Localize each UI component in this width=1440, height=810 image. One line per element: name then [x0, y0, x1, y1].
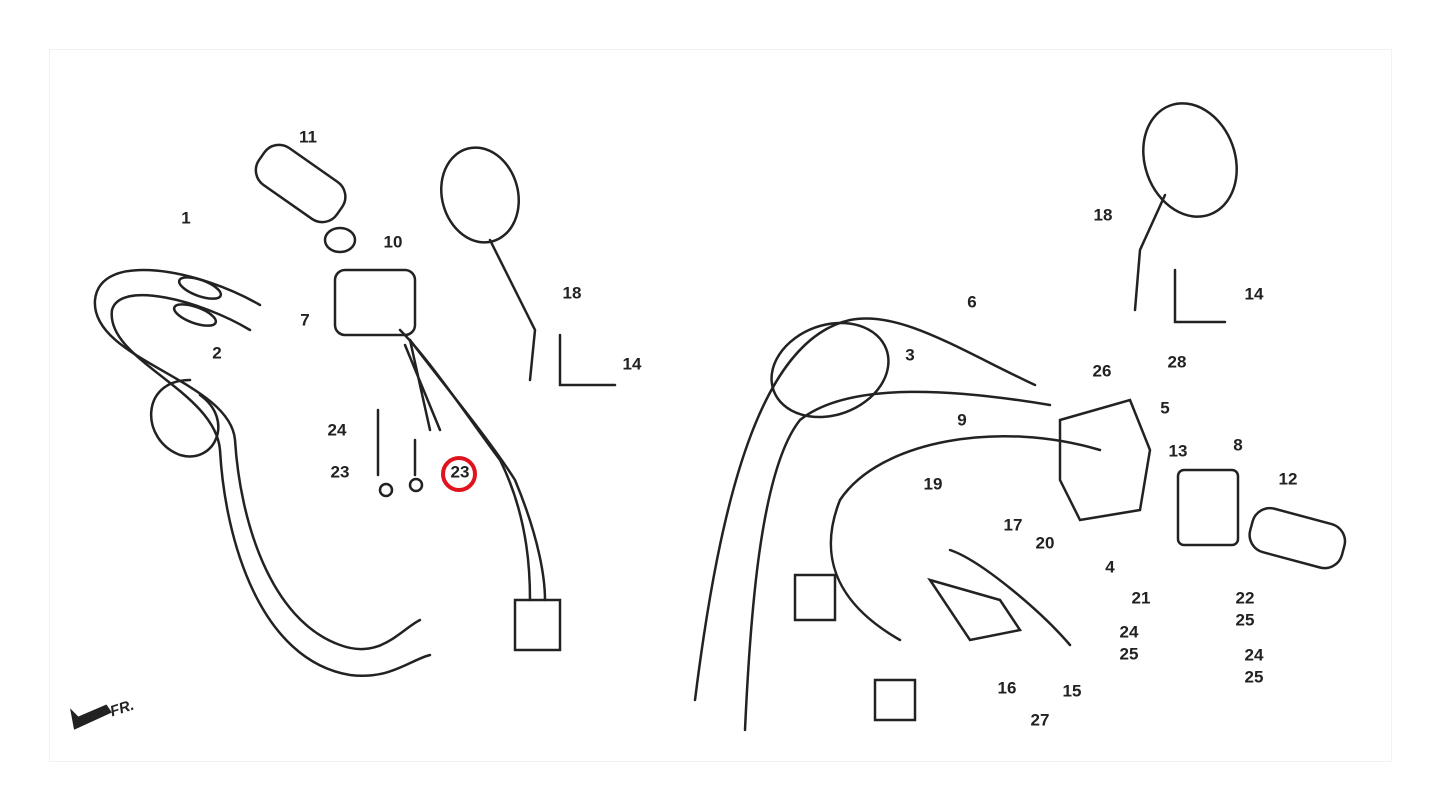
callout-10: 10 — [383, 232, 403, 252]
callout-11: 11 — [299, 127, 317, 147]
callout-18-right: 18 — [1093, 205, 1113, 225]
callout-23: 23 — [330, 462, 350, 482]
diagram-frame — [49, 49, 1392, 762]
callout-1: 1 — [181, 208, 191, 228]
callout-25-a: 25 — [1235, 610, 1255, 630]
callout-26: 26 — [1092, 361, 1112, 381]
callout-21: 21 — [1131, 588, 1151, 608]
callout-14-left: 14 — [622, 354, 642, 374]
callout-25-c: 25 — [1244, 667, 1264, 687]
bolts — [376, 408, 424, 498]
callout-3: 3 — [905, 345, 915, 365]
highlight-circle — [441, 456, 477, 492]
callout-18-left: 18 — [562, 283, 582, 303]
callout-16: 16 — [997, 678, 1017, 698]
lever-assembly — [793, 398, 1347, 722]
callout-6: 6 — [967, 292, 977, 312]
left-switch-housing — [333, 268, 562, 652]
callout-28: 28 — [1167, 352, 1187, 372]
callout-2: 2 — [212, 343, 222, 363]
callout-5: 5 — [1160, 398, 1170, 418]
right-cables — [693, 317, 1102, 732]
callout-9: 9 — [957, 410, 967, 430]
callout-13: 13 — [1168, 441, 1188, 461]
callout-25-b: 25 — [1119, 644, 1139, 664]
callout-14-right: 14 — [1244, 284, 1264, 304]
callout-15: 15 — [1062, 681, 1082, 701]
front-arrow-icon — [70, 704, 112, 730]
left-mirror — [439, 146, 617, 387]
callout-7: 7 — [300, 310, 310, 330]
right-mirror — [1133, 102, 1238, 324]
callout-19: 19 — [923, 474, 943, 494]
callout-12: 12 — [1278, 469, 1298, 489]
callout-20: 20 — [1035, 533, 1055, 553]
left-grip — [254, 143, 357, 254]
callout-4: 4 — [1105, 557, 1115, 577]
callout-8: 8 — [1233, 435, 1243, 455]
callout-24-b: 24 — [1119, 622, 1139, 642]
callout-17: 17 — [1003, 515, 1023, 535]
callout-24-c: 24 — [1244, 645, 1264, 665]
callout-27: 27 — [1030, 710, 1050, 730]
callout-22: 22 — [1235, 588, 1255, 608]
callout-24: 24 — [327, 420, 347, 440]
throttle-cables — [93, 268, 432, 678]
